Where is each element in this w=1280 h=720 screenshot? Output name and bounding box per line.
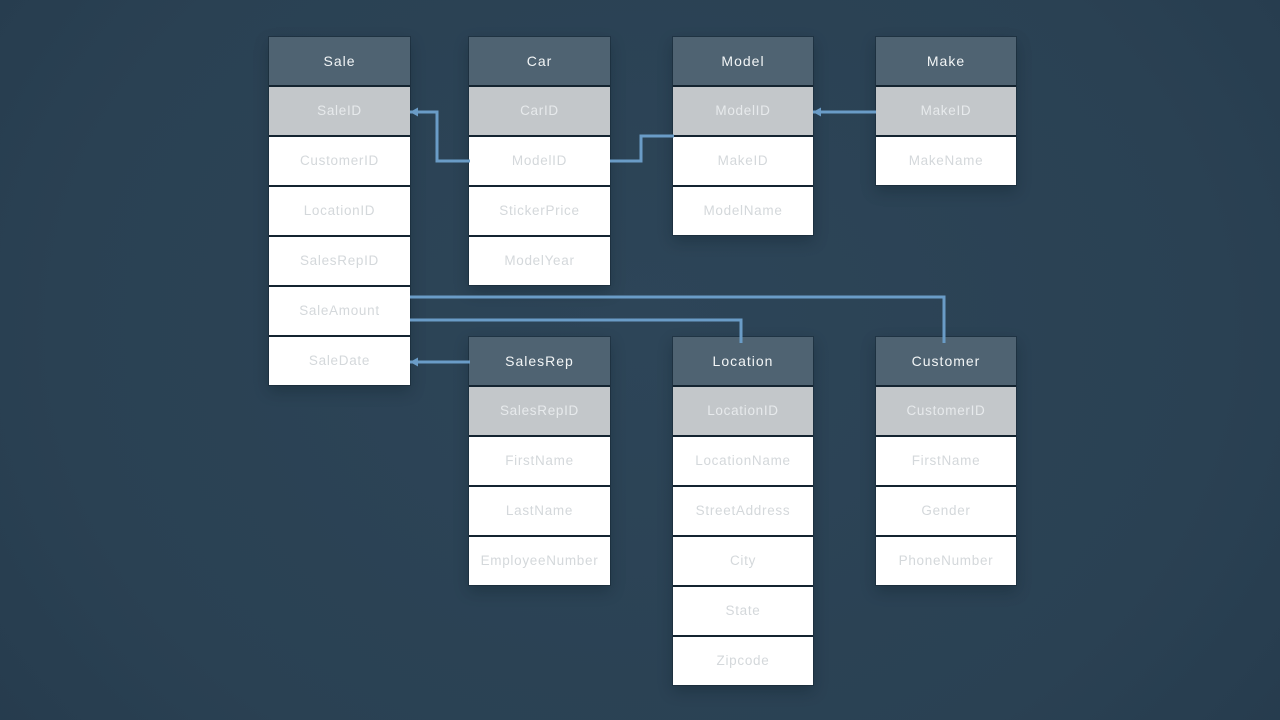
field-cell: ModelID bbox=[469, 137, 610, 185]
field-cell: FirstName bbox=[876, 437, 1016, 485]
field-cell: Gender bbox=[876, 487, 1016, 535]
field-cell: SaleDate bbox=[269, 337, 410, 385]
field-cell: LocationName bbox=[673, 437, 813, 485]
primary-key-cell: LocationID bbox=[673, 387, 813, 435]
field-cell: LastName bbox=[469, 487, 610, 535]
field-cell: MakeID bbox=[673, 137, 813, 185]
field-cell: FirstName bbox=[469, 437, 610, 485]
field-cell: SaleAmount bbox=[269, 287, 410, 335]
primary-key-cell: SalesRepID bbox=[469, 387, 610, 435]
field-cell: CustomerID bbox=[269, 137, 410, 185]
table-title: Location bbox=[673, 337, 813, 385]
field-cell: PhoneNumber bbox=[876, 537, 1016, 585]
primary-key-cell: MakeID bbox=[876, 87, 1016, 135]
field-cell: StreetAddress bbox=[673, 487, 813, 535]
field-cell: State bbox=[673, 587, 813, 635]
field-cell: Zipcode bbox=[673, 637, 813, 685]
connector-arrowhead bbox=[410, 357, 418, 367]
field-cell: StickerPrice bbox=[469, 187, 610, 235]
field-cell: MakeName bbox=[876, 137, 1016, 185]
table-title: Sale bbox=[269, 37, 410, 85]
connector-sale-saleid-to-car-modelid bbox=[410, 110, 470, 163]
field-cell: EmployeeNumber bbox=[469, 537, 610, 585]
table-title: SalesRep bbox=[469, 337, 610, 385]
connector-arrowhead bbox=[813, 107, 821, 117]
table-title: Make bbox=[876, 37, 1016, 85]
table-title: Car bbox=[469, 37, 610, 85]
field-cell: City bbox=[673, 537, 813, 585]
table-title: Model bbox=[673, 37, 813, 85]
primary-key-cell: ModelID bbox=[673, 87, 813, 135]
field-cell: ModelYear bbox=[469, 237, 610, 285]
primary-key-cell: CustomerID bbox=[876, 387, 1016, 435]
field-cell: ModelName bbox=[673, 187, 813, 235]
connector-car-modelid-to-model bbox=[610, 134, 674, 163]
primary-key-cell: CarID bbox=[469, 87, 610, 135]
connector-arrowhead bbox=[410, 107, 418, 117]
field-cell: SalesRepID bbox=[269, 237, 410, 285]
primary-key-cell: SaleID bbox=[269, 87, 410, 135]
table-title: Customer bbox=[876, 337, 1016, 385]
field-cell: LocationID bbox=[269, 187, 410, 235]
